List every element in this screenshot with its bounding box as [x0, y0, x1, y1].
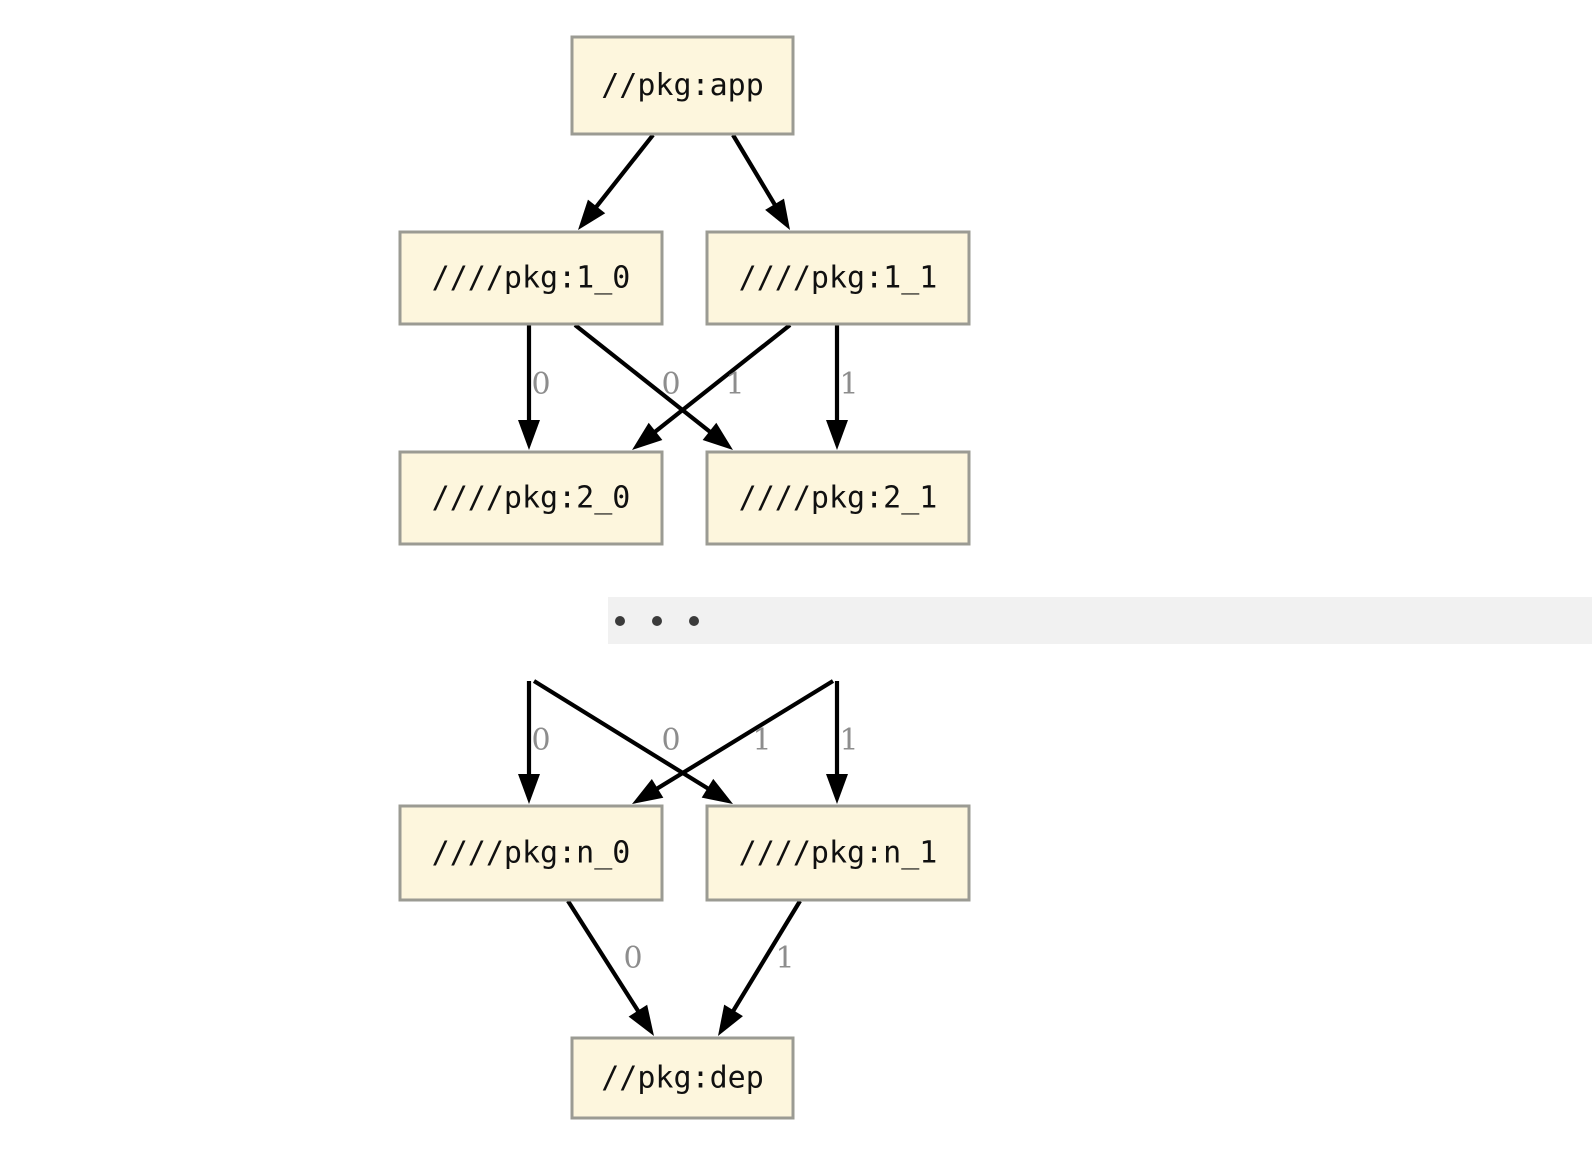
- edge-arrowhead-icon: [518, 420, 540, 450]
- node-label: ////pkg:n_1: [739, 836, 938, 871]
- graph-edge: [632, 679, 835, 804]
- graph-edge: [573, 323, 733, 450]
- edge-arrowhead-icon: [702, 422, 733, 450]
- node-l2_0[interactable]: ////pkg:2_0: [398, 450, 664, 546]
- node-box[interactable]: [398, 230, 664, 326]
- node-ln_1[interactable]: ////pkg:n_1: [705, 804, 971, 902]
- edge-label: 0: [661, 723, 680, 758]
- edge-shaft: [532, 679, 714, 794]
- edge-arrowhead-icon: [578, 199, 606, 230]
- graph-edge: [518, 325, 540, 450]
- graph-edge: [518, 681, 540, 804]
- edge-label: 0: [531, 723, 550, 758]
- edge-shaft: [728, 899, 802, 1017]
- edge-arrowhead-icon: [632, 778, 664, 804]
- node-label: //pkg:app: [601, 68, 764, 103]
- edge-label: 1: [839, 367, 858, 402]
- graph-edge: [718, 899, 802, 1036]
- edge-arrowhead-icon: [765, 198, 790, 230]
- node-label: ////pkg:2_1: [739, 481, 938, 516]
- edge-label: 0: [531, 367, 550, 402]
- ellipsis-dot-2: [689, 616, 699, 626]
- edges-layer: [518, 133, 848, 1036]
- graph-edge: [532, 679, 733, 804]
- edge-arrowhead-icon: [826, 774, 848, 804]
- node-box[interactable]: [398, 804, 664, 902]
- edge-arrowhead-icon: [632, 422, 663, 450]
- node-box[interactable]: [705, 230, 971, 326]
- node-label: ////pkg:1_0: [432, 261, 631, 296]
- graph-edge: [731, 133, 790, 230]
- node-box[interactable]: [570, 1036, 795, 1120]
- graph-edge: [566, 899, 654, 1036]
- edge-label: 1: [725, 367, 744, 402]
- edge-label: 1: [775, 941, 794, 976]
- edge-label: 0: [623, 941, 642, 976]
- edge-arrowhead-icon: [628, 1004, 654, 1036]
- graph-edge: [632, 323, 792, 450]
- ellipsis-band: [608, 597, 1592, 644]
- ellipsis-dot-0: [615, 616, 625, 626]
- node-label: //pkg:dep: [601, 1061, 764, 1096]
- edge-labels-layer: 0 0 1 1 0 0 1 1 0 1: [531, 367, 858, 976]
- node-box[interactable]: [570, 35, 795, 136]
- node-ln_0[interactable]: ////pkg:n_0: [398, 804, 664, 902]
- nodes-layer: //pkg:app ////pkg:1_0 ////pkg:1_1 ////pkg:2…: [398, 35, 971, 1120]
- node-l1_0[interactable]: ////pkg:1_0: [398, 230, 664, 326]
- edge-label: 1: [839, 723, 858, 758]
- ellipsis-dot-1: [652, 616, 662, 626]
- edge-arrowhead-icon: [701, 778, 733, 804]
- edge-shaft: [573, 323, 716, 437]
- node-label: ////pkg:n_0: [432, 836, 631, 871]
- node-l1_1[interactable]: ////pkg:1_1: [705, 230, 971, 326]
- ellipsis-separator: [608, 597, 1592, 644]
- edge-label: 0: [661, 367, 680, 402]
- graph-edge: [826, 325, 848, 450]
- edge-label: 1: [752, 723, 771, 758]
- node-app[interactable]: //pkg:app: [570, 35, 795, 136]
- edge-shaft: [566, 899, 643, 1017]
- edge-shaft: [651, 679, 835, 794]
- graph-edge: [578, 133, 655, 230]
- node-box[interactable]: [705, 450, 971, 546]
- graph-edge: [826, 681, 848, 804]
- edge-arrowhead-icon: [518, 774, 540, 804]
- node-l2_1[interactable]: ////pkg:2_1: [705, 450, 971, 546]
- node-label: ////pkg:1_1: [739, 261, 938, 296]
- edge-shaft: [731, 133, 780, 211]
- edge-shaft: [591, 133, 655, 213]
- node-label: ////pkg:2_0: [432, 481, 631, 516]
- node-box[interactable]: [705, 804, 971, 902]
- node-box[interactable]: [398, 450, 664, 546]
- edge-arrowhead-icon: [718, 1004, 743, 1036]
- node-dep[interactable]: //pkg:dep: [570, 1036, 795, 1120]
- edge-arrowhead-icon: [826, 420, 848, 450]
- edge-shaft: [649, 323, 792, 437]
